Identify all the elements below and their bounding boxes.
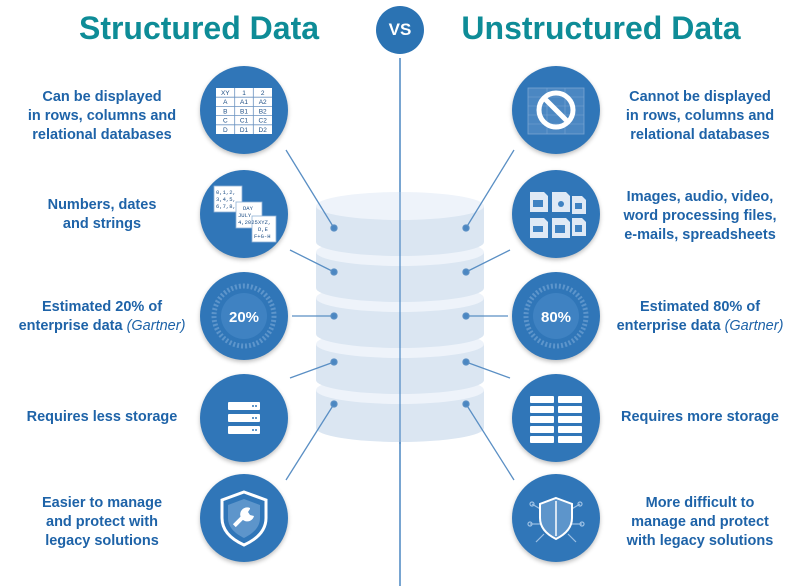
card-text: 4,2025 bbox=[238, 219, 258, 226]
structured-title: Structured Data bbox=[78, 10, 320, 46]
table-cell: 1 bbox=[242, 90, 246, 97]
card-text: DAY bbox=[243, 205, 254, 212]
shield-wrench-icon bbox=[200, 474, 288, 562]
table-cell: 2 bbox=[261, 90, 265, 97]
table-grid-icon: XY 1 2 A A1 A2 B B1 B2 C C1 C2 D D1 D2 bbox=[200, 66, 288, 154]
unstructured-label-types: Images, audio, video, word processing fi… bbox=[623, 189, 777, 243]
card-text: F+G-H bbox=[254, 233, 271, 240]
table-cell: B2 bbox=[259, 108, 267, 115]
table-cell: XY bbox=[221, 90, 230, 97]
card-text: XYZ, bbox=[258, 219, 271, 226]
data-cards-icon: 0,1,2, 3,4,5, 6,7,8, DAY JULY 4,2025 XYZ… bbox=[200, 170, 288, 258]
left-connectors bbox=[285, 149, 338, 481]
right-connectors bbox=[462, 149, 515, 481]
table-cell: A bbox=[223, 99, 228, 106]
files-icon bbox=[512, 170, 600, 258]
unstructured-label-storage: Requires more storage bbox=[621, 409, 779, 425]
gauge-value: 80% bbox=[541, 309, 571, 326]
unstructured-label-manage: More difficult to manage and protect wit… bbox=[626, 495, 774, 549]
small-server-icon bbox=[200, 374, 288, 462]
percent-gauge-icon: 80% bbox=[512, 272, 600, 360]
structured-label-types: Numbers, dates and strings bbox=[47, 197, 157, 232]
structured-label-rows: Can be displayed in rows, columns and re… bbox=[27, 89, 177, 143]
card-text: 6,7,8, bbox=[216, 203, 236, 210]
table-cell: D1 bbox=[240, 127, 249, 134]
card-text: 0,1,2, bbox=[216, 189, 236, 196]
structured-label-manage: Easier to manage and protect with legacy… bbox=[41, 495, 163, 549]
structured-label-storage: Requires less storage bbox=[26, 409, 178, 425]
unstructured-label-share: Estimated 80% of enterprise data (Gartne… bbox=[616, 299, 784, 334]
table-cell: B1 bbox=[240, 108, 248, 115]
table-cell: C2 bbox=[259, 118, 268, 125]
shield-threat-icon bbox=[512, 474, 600, 562]
unstructured-title: Unstructured Data bbox=[461, 10, 741, 46]
table-cell: A2 bbox=[259, 99, 267, 106]
table-cell: D bbox=[223, 127, 228, 134]
unstructured-label-rows: Cannot be displayed in rows, columns and… bbox=[625, 89, 775, 143]
gauge-value: 20% bbox=[229, 309, 259, 326]
table-cell: A1 bbox=[240, 99, 248, 106]
no-table-icon bbox=[512, 66, 600, 154]
card-text: 3,4,5, bbox=[216, 196, 236, 203]
vs-badge: VS bbox=[376, 6, 424, 54]
structured-label-share: Estimated 20% of enterprise data (Gartne… bbox=[18, 299, 186, 334]
percent-gauge-icon: 20% bbox=[200, 272, 288, 360]
card-text: JULY bbox=[238, 212, 252, 219]
large-server-icon bbox=[512, 374, 600, 462]
table-cell: D2 bbox=[259, 127, 268, 134]
table-cell: C bbox=[223, 118, 228, 125]
card-text: D,E bbox=[258, 226, 269, 233]
table-cell: B bbox=[223, 108, 227, 115]
table-cell: C1 bbox=[240, 118, 249, 125]
